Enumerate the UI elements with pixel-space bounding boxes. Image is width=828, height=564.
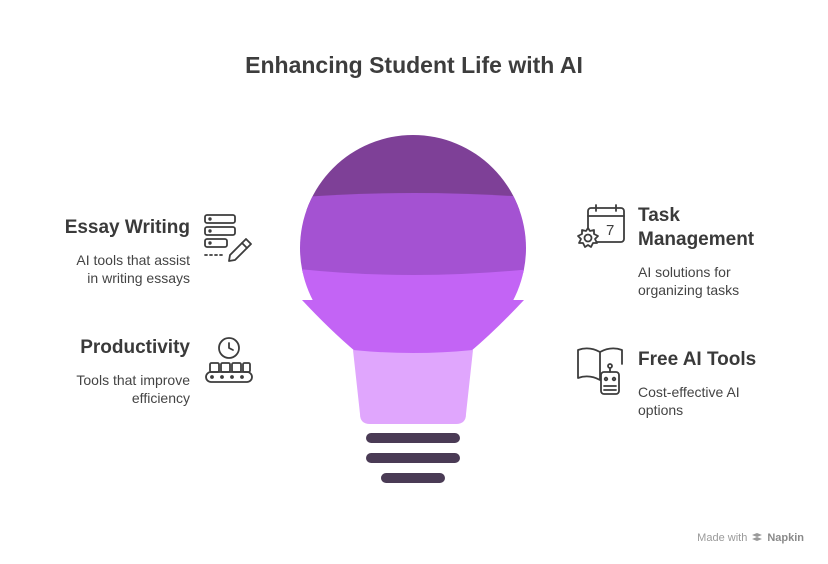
productivity-description: Tools that improve efficiency: [76, 372, 190, 406]
bulb-band-2: [300, 193, 526, 277]
bulb-base-bar-2: [366, 453, 460, 463]
calendar-gear-icon: 7: [577, 204, 625, 248]
free-ai-tools-item: Free AI Tools Cost-effective AI options: [638, 348, 818, 419]
productivity-heading: Productivity: [80, 337, 190, 358]
essay-writing-heading: Essay Writing: [64, 217, 190, 238]
calendar-day: 7: [606, 222, 614, 239]
napkin-logo-icon: [752, 533, 763, 541]
bulb-neck: [353, 350, 473, 424]
essay-writing-item: Essay Writing AI tools that assist in wr…: [0, 216, 190, 287]
free-ai-tools-description: Cost-effective AI options: [638, 384, 740, 418]
bulb-taper: [302, 300, 524, 352]
footer-brand: Napkin: [767, 532, 804, 544]
free-ai-tools-heading: Free AI Tools: [638, 349, 757, 370]
essay-writing-description: AI tools that assist in writing essays: [76, 252, 190, 286]
task-management-item: Task Management AI solutions for organiz…: [638, 204, 818, 299]
page-title: Enhancing Student Life with AI: [245, 52, 583, 78]
made-with-napkin-footer: Made with Napkin: [697, 532, 804, 544]
productivity-item: Productivity Tools that improve efficien…: [0, 336, 190, 407]
bulb-base-bar-1: [366, 433, 460, 443]
task-management-heading: Task Management: [638, 205, 755, 250]
server-pencil-icon: [204, 214, 252, 262]
bulb-base-bar-3: [381, 473, 445, 483]
task-management-description: AI solutions for organizing tasks: [638, 264, 740, 298]
footer-prefix: Made with: [697, 532, 748, 544]
clock-conveyor-icon: [205, 337, 253, 383]
book-robot-icon: [577, 347, 623, 395]
